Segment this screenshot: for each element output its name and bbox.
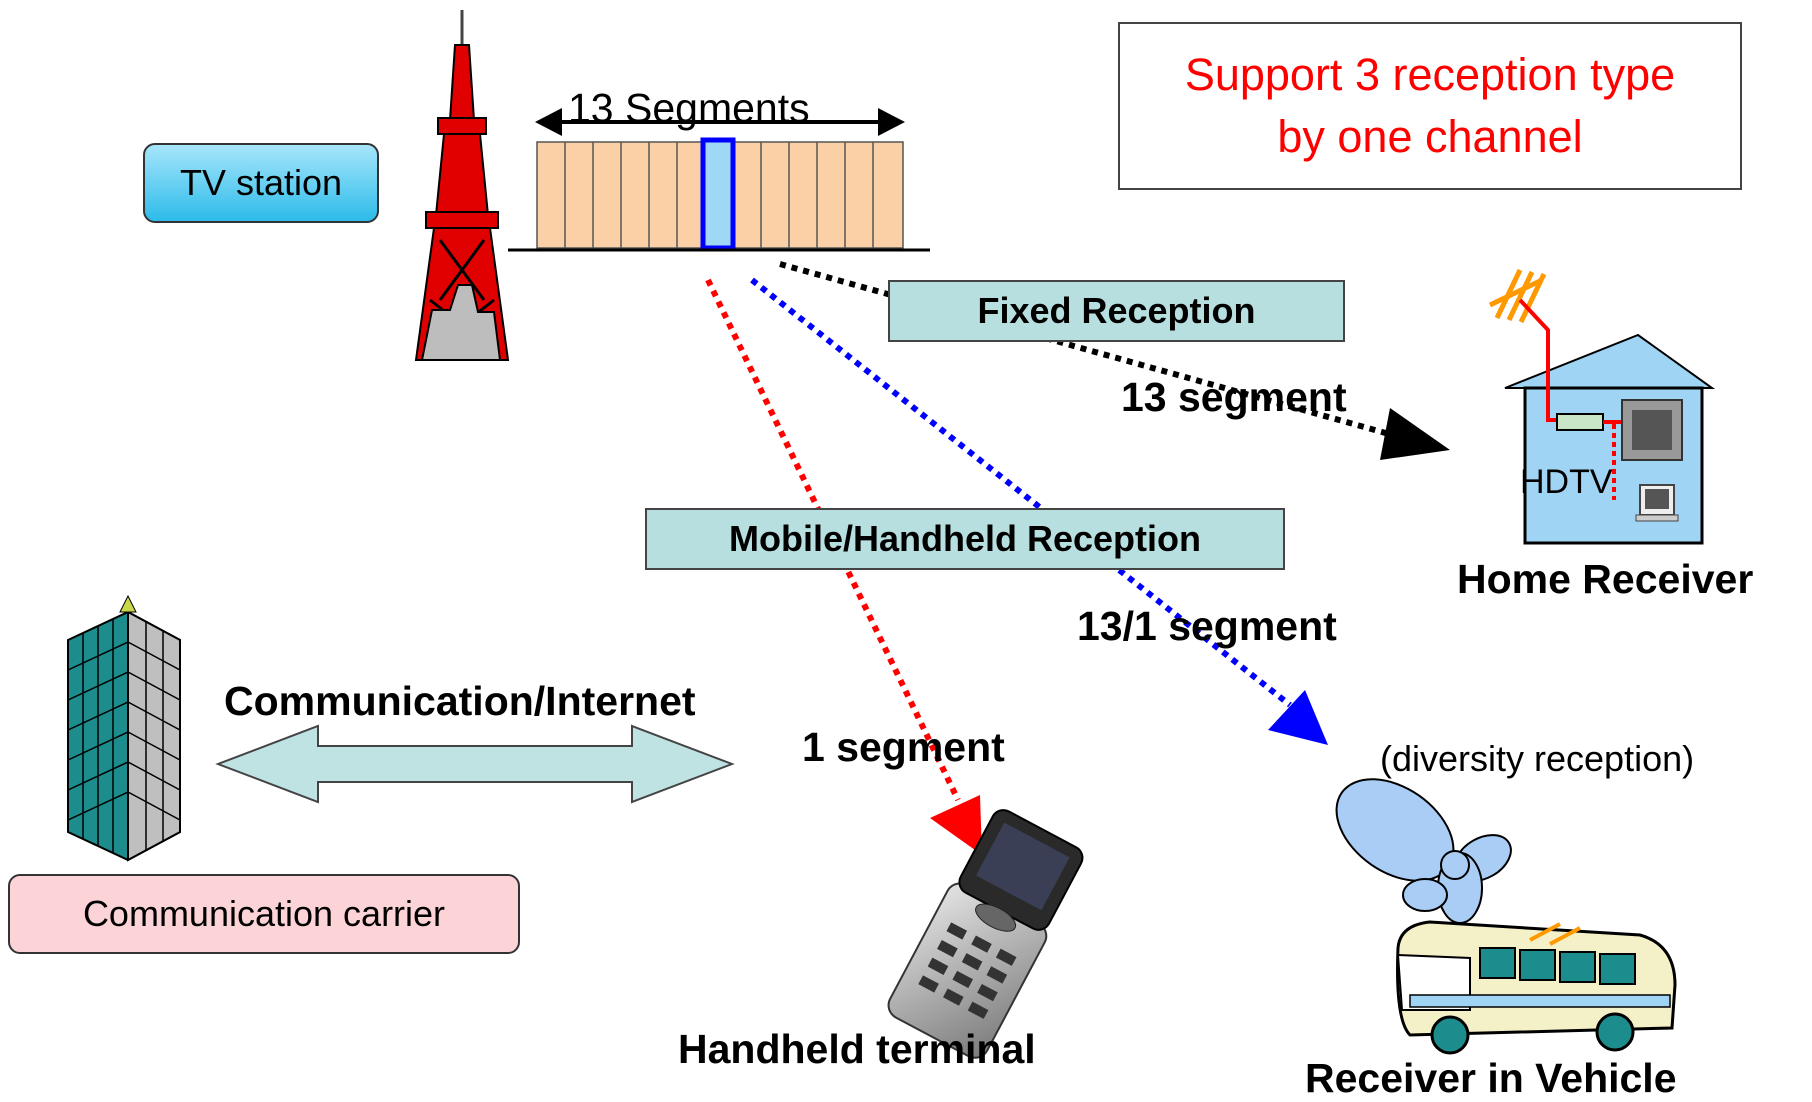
segments-block <box>508 137 930 252</box>
segment-1-label: 1 segment <box>802 724 1005 770</box>
office-building-icon <box>67 594 181 862</box>
mobile-reception-path <box>750 277 1328 745</box>
callout-line1: Support 3 reception type <box>1184 49 1676 100</box>
segment-13-1-label: 13/1 segment <box>1077 603 1337 649</box>
callout-line2: by one channel <box>1277 111 1583 162</box>
communication-internet-label: Communication/Internet <box>224 678 696 724</box>
fixed-reception-box: Fixed Reception <box>888 280 1345 342</box>
tv-station-label: TV station <box>143 143 379 223</box>
home-receiver-label: Home Receiver <box>1457 556 1754 602</box>
mobile-phone-icon <box>887 809 1084 1059</box>
carrier-box: Communication carrier <box>8 874 520 954</box>
vehicle-receiver-label: Receiver in Vehicle <box>1305 1055 1677 1101</box>
fixed-reception-path <box>779 261 1450 460</box>
mobile-reception-text: Mobile/Handheld Reception <box>728 518 1202 559</box>
house-icon <box>1488 268 1716 545</box>
segments-span-arrow <box>535 108 905 136</box>
segment-13-label: 13 segment <box>1121 374 1347 420</box>
diversity-label: (diversity reception) <box>1380 738 1695 779</box>
communication-double-arrow <box>215 724 735 804</box>
handheld-terminal-label: Handheld terminal <box>678 1026 1036 1072</box>
tv-station-text: TV station <box>179 162 343 203</box>
tv-tower-icon <box>414 10 510 361</box>
fixed-reception-text: Fixed Reception <box>977 290 1256 331</box>
bus-icon <box>1396 920 1677 1055</box>
carrier-text: Communication carrier <box>82 893 446 934</box>
antenna-pattern-icon <box>1335 778 1512 924</box>
segments-label: 13 Segments <box>568 85 810 131</box>
one-segment-highlight <box>700 137 736 251</box>
hdtv-label: HDTV <box>1520 463 1613 501</box>
callout-box: Support 3 reception type by one channel <box>1118 22 1742 190</box>
mobile-reception-box: Mobile/Handheld Reception <box>645 508 1285 570</box>
